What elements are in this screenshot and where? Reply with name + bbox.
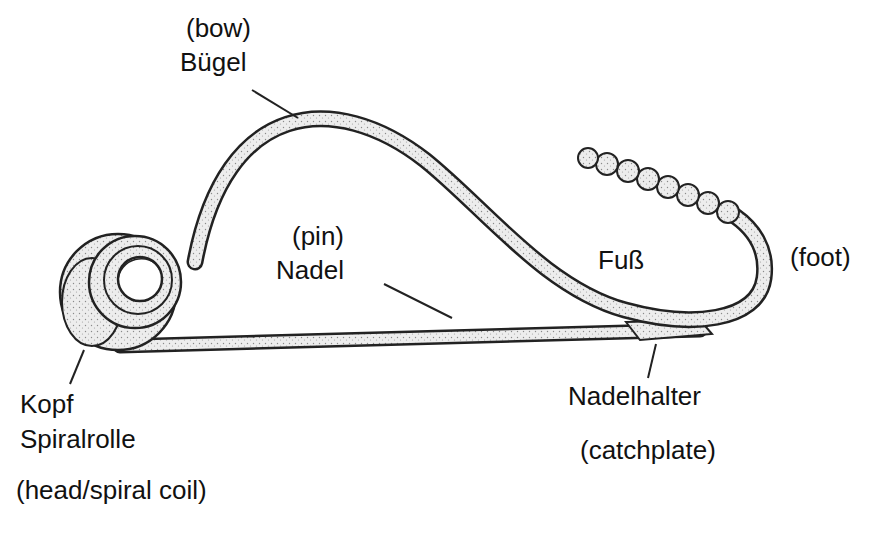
spiral-coil [60, 234, 181, 350]
part-label: Spiralrolle [20, 425, 136, 455]
part-label: Kopf [20, 390, 74, 420]
leader-line [70, 350, 84, 384]
part-label: (bow) [186, 14, 251, 44]
part-label: (head/spiral coil) [16, 476, 207, 506]
part-label: Fuß [598, 246, 644, 276]
foot-beads [578, 148, 739, 223]
part-label: Nadel [276, 256, 344, 286]
part-label: (foot) [790, 243, 851, 273]
pin [120, 330, 700, 346]
part-label: Bügel [180, 48, 247, 78]
part-label: Nadelhalter [568, 382, 701, 412]
leader-line [648, 344, 656, 378]
leader-line [384, 284, 452, 318]
leader-line [252, 90, 298, 118]
bow [195, 119, 765, 320]
part-label: (catchplate) [580, 436, 716, 466]
part-label: (pin) [292, 222, 344, 252]
